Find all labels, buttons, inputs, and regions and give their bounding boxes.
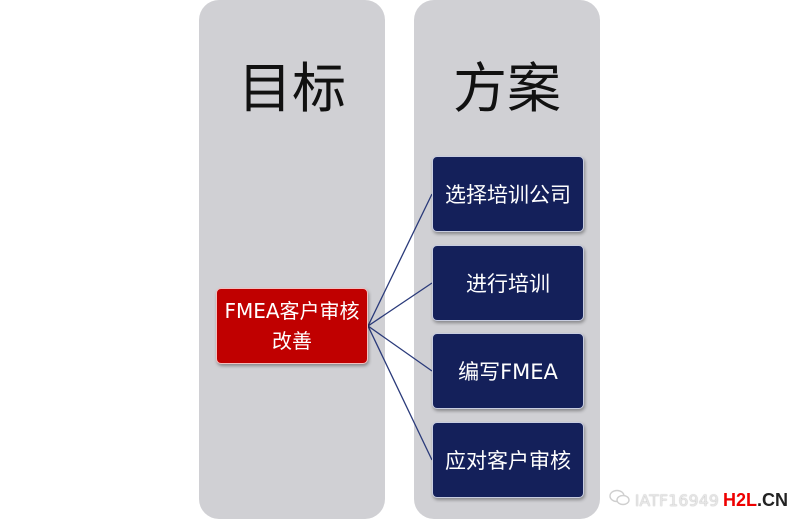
plan-node-1: 选择培训公司 (432, 156, 584, 232)
watermark-brand-main: H2L (722, 489, 757, 510)
plan-column-title: 方案 (453, 57, 561, 120)
goal-node: FMEA客户审核改善 (216, 288, 368, 364)
watermark-brand-suffix: .CN (757, 489, 788, 510)
goal-column-title: 目标 (238, 57, 346, 120)
plan-node-label: 选择培训公司 (445, 183, 571, 207)
connector-plan-2 (367, 282, 433, 327)
watermark: IATF16949 H2L.CN (608, 489, 788, 511)
watermark-brand: H2L.CN (723, 490, 788, 511)
goal-node-label: FMEA客户审核改善 (224, 299, 360, 353)
connector-plan-3 (367, 325, 433, 372)
connector-plan-1 (367, 193, 433, 327)
plan-node-label: 进行培训 (466, 272, 550, 296)
wechat-icon (608, 489, 631, 511)
connector-plan-4 (367, 325, 433, 461)
plan-node-4: 应对客户审核 (432, 422, 584, 498)
watermark-text: IATF16949 (634, 490, 719, 510)
plan-node-3: 编写FMEA (432, 333, 584, 409)
plan-node-2: 进行培训 (432, 245, 584, 321)
plan-node-label: 应对客户审核 (445, 449, 571, 473)
plan-node-label: 编写FMEA (458, 360, 558, 384)
goal-column: 目标 (199, 0, 385, 519)
